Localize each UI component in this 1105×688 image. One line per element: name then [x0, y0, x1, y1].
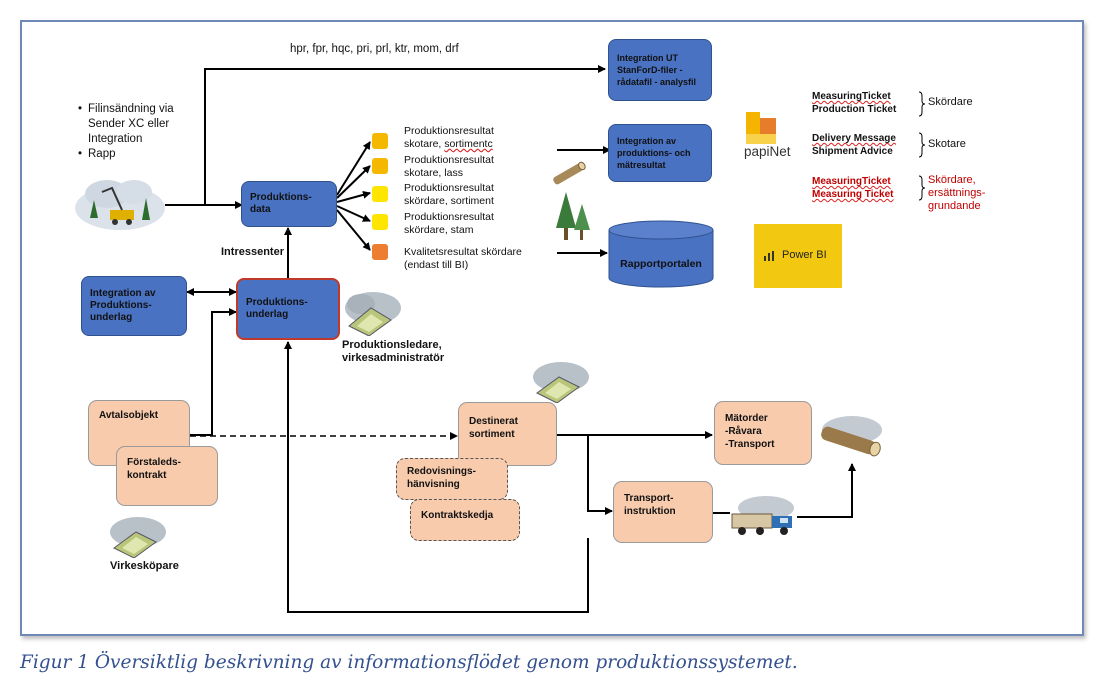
bullet-item: •Filinsändning via Sender XC eller Integ…: [78, 103, 174, 145]
powerbi-icon: [764, 251, 776, 261]
result-marker: [372, 244, 388, 260]
kontraktskedja-node: Kontraktskedja: [410, 499, 520, 541]
transportinstruktion-node: Transport- instruktion: [613, 481, 713, 543]
redovisning-node: Redovisnings- hänvisning: [396, 458, 508, 500]
truck-icon: [730, 494, 798, 538]
computer-cloud-icon: [341, 286, 403, 337]
forstaledskontrakt-node: Förstaleds- kontrakt: [116, 446, 218, 506]
result-marker: [372, 133, 388, 149]
result-marker: [372, 186, 388, 202]
matorder-node: Mätorder -Råvara -Transport: [714, 401, 812, 465]
diagram-frame: [20, 20, 1084, 636]
powerbi-tile: Power BI: [754, 224, 842, 288]
papinet-logo: papiNet: [744, 112, 800, 162]
result-label: Kvalitetsresultat skördare(endast till B…: [404, 246, 522, 271]
papinet-group-label: Skotare: [928, 138, 966, 150]
rapportportalen-db: Rapportportalen: [608, 220, 714, 288]
produktionsunderlag-node: Produktions- underlag: [236, 278, 340, 340]
integration-underlag-node: Integration av Produktions- underlag: [81, 276, 187, 336]
computer-cloud-icon: [529, 357, 591, 404]
harvester-cloud-icon: [72, 170, 167, 232]
result-marker: [372, 158, 388, 174]
papinet-group-label: Skördare: [928, 96, 973, 108]
bullet-list: •Filinsändning via Sender XC eller Integ…: [78, 102, 218, 162]
tree-icon: [552, 190, 592, 242]
result-marker: [372, 214, 388, 230]
computer-cloud-icon: [106, 512, 168, 559]
produktionsledare-label: Produktionsledare, virkesadministratör: [342, 339, 445, 364]
integration-prod-mat-node: Integration av produktions- och mätresul…: [608, 124, 712, 182]
destinerat-node: Destinerat sortiment: [458, 402, 557, 466]
log-cloud-icon: [814, 412, 886, 462]
produktionsdata-node: Produktions- data: [241, 181, 337, 227]
intressenter-label: Intressenter: [221, 246, 284, 258]
virkeskopare-label: Virkesköpare: [110, 560, 179, 572]
log-icon: [548, 160, 588, 188]
file-types-label: hpr, fpr, hqc, pri, prl, ktr, mom, drf: [290, 43, 459, 55]
integration-ut-node: Integration UT StanForD-filer - rådatafi…: [608, 39, 712, 101]
papinet-group-label: Skördare, ersättnings- grundande: [928, 174, 986, 212]
figure-caption: Figur 1 Översiktlig beskrivning av infor…: [20, 652, 798, 673]
bullet-item: •Rapp: [78, 148, 116, 160]
